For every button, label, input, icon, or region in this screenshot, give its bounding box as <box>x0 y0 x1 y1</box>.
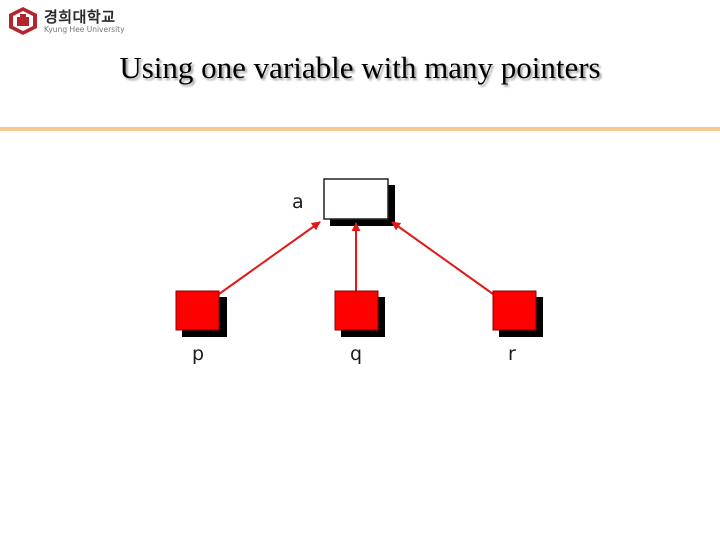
pointer-label-r: r <box>508 343 516 365</box>
variable-label-a: a <box>292 191 304 213</box>
title-divider <box>0 118 720 131</box>
arrow-p-to-a <box>218 221 321 295</box>
logo-korean-name: 경희대학교 <box>44 8 116 26</box>
university-crest-icon <box>9 7 37 35</box>
pointer-box-p <box>175 290 227 337</box>
pointer-box-r <box>492 290 543 337</box>
arrow-r-to-a <box>391 221 494 295</box>
variable-box-a <box>323 178 395 226</box>
logo-english-name: Kyung Hee University <box>44 25 125 34</box>
pointer-label-q: q <box>350 343 362 365</box>
university-logo: 경희대학교 Kyung Hee University <box>6 6 134 36</box>
slide-title: Using one variable with many pointers <box>119 50 601 85</box>
pointer-label-p: p <box>192 343 204 365</box>
pointer-box-q <box>334 290 385 337</box>
